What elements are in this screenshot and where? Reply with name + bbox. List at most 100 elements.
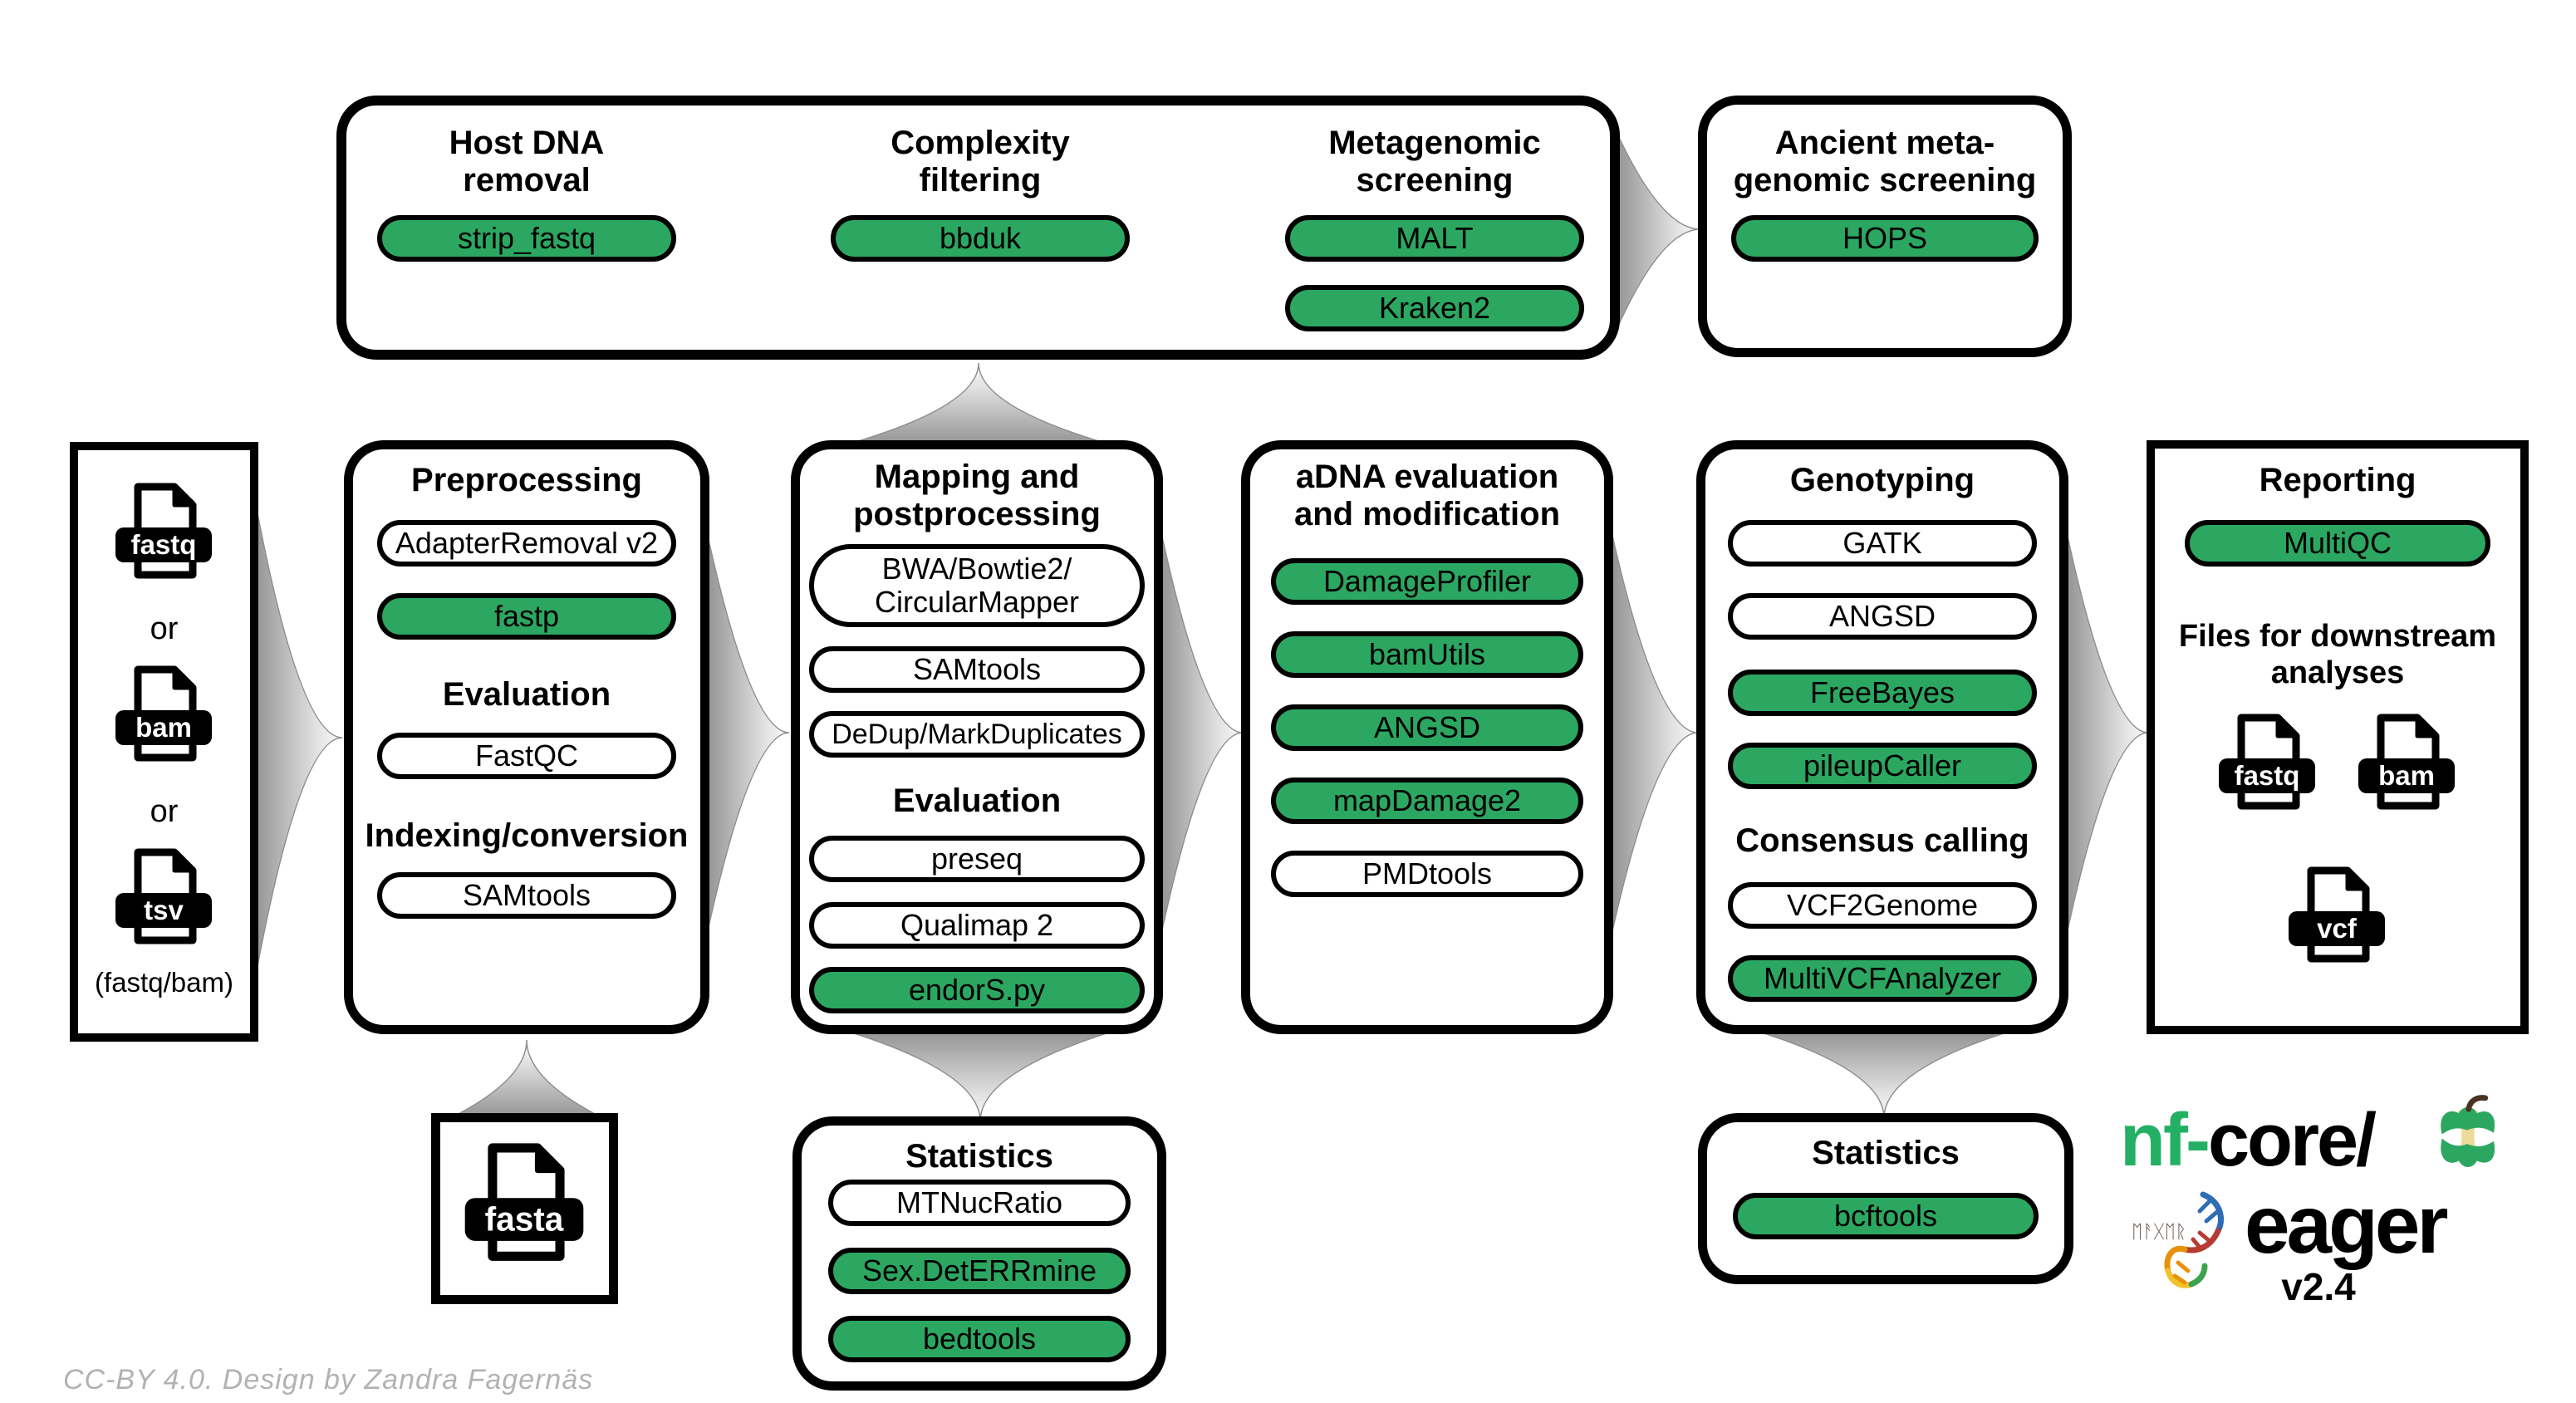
- rune-text: ᛖᚨᚷᛖᚱ: [2132, 1222, 2186, 1243]
- heading-line: aDNA evaluation: [1295, 459, 1559, 495]
- heading-line: Metagenomic: [1328, 125, 1541, 161]
- tool-pill-fastqc: FastQC: [377, 733, 676, 779]
- heading-line: postprocessing: [853, 496, 1101, 532]
- heading-line: analyses: [2270, 655, 2405, 690]
- file-icon-label: vcf: [2317, 913, 2358, 944]
- file-icon-label: fasta: [485, 1200, 564, 1239]
- tool-pill-mapdamage2: mapDamage2: [1271, 778, 1583, 824]
- heading-complexity-filtering: Complexity filtering: [797, 125, 1163, 199]
- tool-pill-multiqc: MultiQC: [2185, 520, 2490, 567]
- heading-files-downstream: Files for downstream analyses: [2147, 618, 2529, 691]
- file-icon-label: fastq: [131, 529, 197, 560]
- tool-pill-adapterremoval: AdapterRemoval v2: [377, 520, 676, 567]
- heading-reporting: Reporting: [2259, 462, 2417, 498]
- tool-pill-sexdeterrmine: Sex.DetERRmine: [828, 1248, 1131, 1294]
- heading-line: genomic screening: [1733, 162, 2037, 199]
- heading-host-dna-removal: Host DNA removal: [344, 125, 709, 199]
- tool-pill-gatk: GATK: [1728, 520, 2037, 567]
- tool-pill-endors: endorS.py: [809, 967, 1145, 1013]
- tool-pill-kraken2: Kraken2: [1285, 285, 1584, 331]
- tool-pill-strip-fastq: strip_fastq: [377, 215, 676, 262]
- heading-line: Ancient meta-: [1774, 125, 1995, 161]
- tool-pill-mtnucratio: MTNucRatio: [828, 1180, 1131, 1226]
- tool-label-line: CircularMapper: [874, 585, 1080, 619]
- tool-pill-bwa-bowtie2-circularmapper: BWA/Bowtie2/ CircularMapper: [809, 544, 1145, 627]
- tool-label-line: BWA/Bowtie2/: [881, 552, 1072, 586]
- tool-pill-dedup-markduplicates: DeDup/MarkDuplicates: [809, 711, 1145, 758]
- or-label: or: [150, 794, 179, 829]
- or-label: or: [150, 611, 179, 646]
- tool-pill-bedtools: bedtools: [828, 1316, 1131, 1362]
- heading-line: removal: [463, 162, 591, 199]
- dna-helix-icon: ᛖᚨᚷᛖᚱ: [2132, 1191, 2224, 1288]
- fastq-file-icon: fastq: [115, 483, 212, 579]
- arrow-fasta-to-preprocessing: [443, 1039, 611, 1122]
- heading-ancient-metagenomic: Ancient meta- genomic screening: [1706, 125, 2063, 199]
- heading-line: Host DNA: [449, 125, 605, 161]
- tool-pill-malt: MALT: [1285, 215, 1584, 262]
- arrow-input-to-preprocessing: [249, 473, 343, 1008]
- tool-pill-samtools-indexing: SAMtools: [377, 872, 676, 919]
- heading-metagenomic-screening: Metagenomic screening: [1252, 125, 1617, 199]
- heading-preprocessing: Preprocessing: [411, 462, 642, 498]
- heading-line: filtering: [919, 162, 1042, 199]
- heading-consensus-calling: Consensus calling: [1735, 822, 2029, 859]
- tool-pill-multivcfanalyzer: MultiVCFAnalyzer: [1728, 955, 2037, 1002]
- bam-file-icon: bam: [115, 665, 212, 762]
- heading-adna: aDNA evaluation and modification: [1241, 459, 1613, 533]
- heading-evaluation-mapping: Evaluation: [892, 782, 1062, 819]
- tool-pill-damageprofiler: DamageProfiler: [1271, 558, 1583, 605]
- heading-line: and modification: [1294, 496, 1560, 532]
- nf-text: nf: [2120, 1099, 2188, 1182]
- bam-output-file-icon: bam: [2358, 714, 2455, 810]
- heading-indexing-conversion: Indexing/conversion: [365, 817, 689, 854]
- tool-pill-pmdtools: PMDtools: [1271, 851, 1583, 897]
- file-icon-label: bam: [135, 712, 192, 743]
- tool-pill-angsd-genotyping: ANGSD: [1728, 593, 2037, 640]
- heading-statistics-genotyping: Statistics: [1812, 1135, 1960, 1171]
- nf-core-wordmark: nf-core/: [2120, 1099, 2377, 1182]
- eager-wordmark: eager: [2245, 1179, 2449, 1270]
- tsv-file-icon: tsv: [115, 848, 212, 944]
- tool-pill-angsd-adna: ANGSD: [1271, 704, 1583, 751]
- file-icon-label: tsv: [144, 895, 184, 925]
- file-icon-label: bam: [2378, 760, 2435, 791]
- tool-pill-bamutils: bamUtils: [1271, 631, 1583, 678]
- core-text: core/: [2207, 1099, 2377, 1182]
- tool-pill-qualimap2: Qualimap 2: [809, 902, 1145, 949]
- arrow-genotyping-to-statistics: [1742, 1026, 2026, 1119]
- tool-pill-freebayes: FreeBayes: [1728, 670, 2037, 716]
- heading-line: Complexity: [891, 125, 1070, 161]
- version-label: v2.4: [2281, 1265, 2356, 1308]
- tool-pill-bcftools: bcftools: [1733, 1193, 2039, 1239]
- heading-evaluation-preprocessing: Evaluation: [442, 676, 611, 713]
- arrow-genotyping-to-reporting: [2062, 513, 2149, 954]
- apple-core-icon: [2441, 1095, 2495, 1167]
- arrow-mapping-to-statistics: [832, 1026, 1129, 1122]
- heading-genotyping: Genotyping: [1789, 462, 1975, 498]
- heading-line: screening: [1356, 162, 1514, 199]
- arrow-adna-to-genotyping: [1607, 513, 1699, 954]
- fastq-output-file-icon: fastq: [2219, 714, 2315, 810]
- arrow-mapping-to-metagenomic: [832, 362, 1126, 449]
- arrow-preprocessing-to-mapping: [702, 513, 790, 954]
- fasta-file-icon: fasta: [464, 1143, 584, 1261]
- input-caption: (fastq/bam): [95, 967, 233, 998]
- tool-pill-hops: HOPS: [1731, 215, 2039, 262]
- heading-line: Mapping and: [874, 459, 1080, 495]
- arrow-mapping-to-adna: [1156, 513, 1244, 954]
- vcf-output-file-icon: vcf: [2289, 866, 2385, 963]
- dash-text: -: [2185, 1099, 2210, 1182]
- tool-pill-bbduk: bbduk: [831, 215, 1130, 262]
- license-credit: CC-BY 4.0. Design by Zandra Fagernäs: [63, 1364, 594, 1396]
- tool-pill-samtools-mapping: SAMtools: [809, 646, 1145, 693]
- file-icon-label: fastq: [2235, 760, 2300, 791]
- tool-pill-vcf2genome: VCF2Genome: [1728, 882, 2037, 929]
- heading-line: Files for downstream: [2178, 619, 2497, 654]
- tool-pill-preseq: preseq: [809, 836, 1145, 882]
- tool-pill-pileupcaller: pileupCaller: [1728, 743, 2037, 789]
- tool-pill-fastp: fastp: [377, 593, 676, 640]
- heading-statistics-mapping: Statistics: [905, 1138, 1053, 1175]
